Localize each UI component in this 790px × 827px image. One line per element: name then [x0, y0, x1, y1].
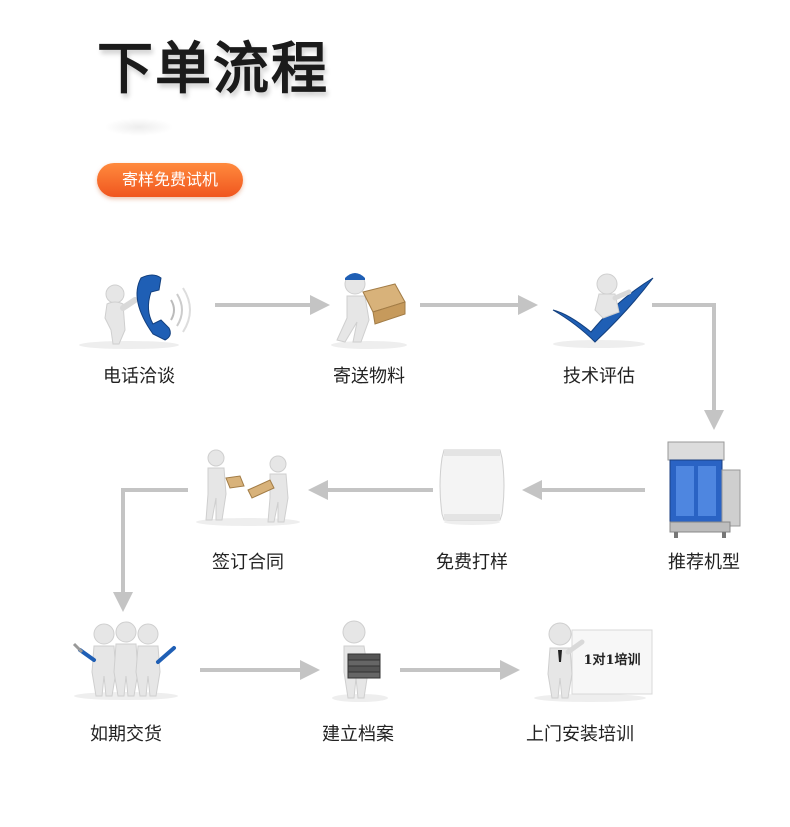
step-label: 电话洽谈: [103, 366, 175, 387]
step-label: 推荐机型: [668, 552, 740, 573]
carry-files-icon: [332, 620, 388, 702]
step-label: 建立档案: [322, 724, 394, 745]
training-board-text: 1对1培训: [583, 652, 640, 668]
packaging-machine-icon: [667, 441, 741, 538]
step-label: 如期交货: [90, 724, 162, 745]
team-delivery-icon: [72, 621, 178, 700]
step-label: 上门安装培训: [526, 724, 634, 745]
free-sample-badge: 寄样免费试机: [97, 163, 243, 197]
title-reflection: [104, 118, 174, 136]
delivery-box-icon: [331, 273, 407, 349]
step-label: 签订合同: [212, 552, 284, 573]
sample-bag-icon: [439, 449, 505, 525]
step-label: 免费打样: [436, 552, 508, 573]
phone-call-icon: [79, 274, 191, 349]
page-title: 下单流程: [97, 37, 329, 102]
checkmark-evaluation-icon: [552, 273, 654, 348]
arrow-3-to-4: [652, 303, 724, 430]
arrow-6-to-7: [113, 488, 188, 612]
handshake-contract-icon: [196, 449, 300, 526]
step-label: 寄送物料: [333, 366, 405, 387]
step-label: 技术评估: [563, 366, 635, 387]
training-board-icon: 1对1培训: [534, 622, 653, 702]
